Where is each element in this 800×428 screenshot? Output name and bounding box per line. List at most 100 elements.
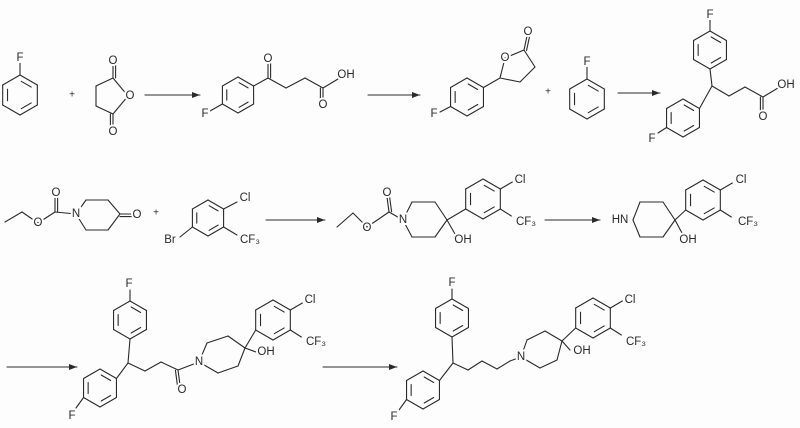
- carbamate-piperidinol-o-carbonyl: O: [383, 187, 392, 199]
- bond: [504, 49, 525, 59]
- ring-bond: [682, 98, 701, 110]
- bond: [352, 212, 368, 228]
- double-bond: [177, 369, 181, 386]
- ring-bond: [482, 178, 501, 190]
- ring-bond: [449, 105, 468, 117]
- bond: [115, 362, 129, 380]
- ring-bond: [685, 209, 704, 221]
- ring-bond: [682, 126, 701, 138]
- ring-bond: [482, 208, 501, 220]
- bond: [217, 365, 239, 374]
- ring-bond: [99, 368, 118, 380]
- final-n: N: [517, 351, 525, 363]
- aryl-piperidinol-oh: OH: [679, 234, 696, 246]
- aromatic-inner-bond: [423, 396, 435, 404]
- carbamate-piperidinol-o-ester: O: [363, 222, 372, 234]
- final-cl: Cl: [625, 294, 636, 306]
- diaryl-acid-f-bottom: F: [648, 133, 655, 145]
- aryl-piperidinol-cl: Cl: [736, 174, 747, 186]
- aromatic-inner-bond: [238, 82, 249, 89]
- bond: [209, 103, 223, 112]
- diaryl-acid-o: O: [759, 111, 768, 123]
- amide-cf3: CF₃: [306, 336, 326, 348]
- ring-bond: [19, 74, 38, 86]
- ring-bond: [221, 76, 239, 87]
- arrow-head: [317, 217, 325, 223]
- carbamate-o-ester: O: [34, 217, 43, 229]
- ring-bond: [692, 58, 711, 70]
- carbamate-o-carbonyl: O: [52, 187, 61, 199]
- bond: [37, 211, 56, 224]
- bond: [519, 66, 536, 83]
- ring-bond: [272, 329, 291, 341]
- lactone-o-carbonyl: O: [524, 26, 533, 38]
- aromatic-inner-bond: [483, 206, 495, 214]
- bond: [452, 362, 469, 371]
- cl-bond: [499, 181, 513, 190]
- ring-bond: [709, 58, 728, 70]
- ring-bond: [191, 199, 209, 210]
- arrow-head: [652, 90, 660, 96]
- bond: [179, 226, 193, 238]
- bond: [267, 77, 287, 89]
- ring-bond: [191, 226, 209, 237]
- bond: [144, 361, 162, 372]
- bond: [632, 219, 641, 238]
- final-f-top: F: [448, 277, 455, 289]
- bond: [336, 212, 354, 228]
- ring-bond: [255, 329, 274, 341]
- bond: [499, 77, 521, 83]
- bond: [523, 49, 536, 68]
- bond: [402, 201, 413, 221]
- bond: [662, 201, 676, 221]
- ring-bond: [451, 298, 470, 310]
- bond: [632, 201, 641, 221]
- bond: [439, 105, 452, 113]
- bond: [244, 347, 257, 353]
- bond: [561, 340, 571, 351]
- ring-bond: [449, 77, 468, 89]
- aryl-bromide-cl: Cl: [240, 192, 251, 204]
- aromatic-inner-bond: [100, 394, 112, 402]
- ring-bond: [82, 368, 101, 380]
- amide-oh: OH: [257, 346, 274, 358]
- keto-acid-o-acid: O: [319, 99, 328, 111]
- bond: [227, 335, 246, 349]
- anhydride-o-ring: O: [126, 90, 135, 102]
- cf3-bond: [289, 329, 302, 338]
- aryl-link-bond: [244, 329, 257, 349]
- bond: [54, 211, 77, 215]
- aromatic-inner-bond: [593, 325, 605, 333]
- carbamate-piperidinol-n: N: [399, 214, 407, 226]
- ring-bond: [129, 328, 148, 340]
- ring-bond: [692, 30, 711, 42]
- bond: [467, 360, 483, 371]
- bond: [107, 199, 121, 215]
- aromatic-inner-bond: [273, 305, 285, 313]
- ring-bond: [129, 300, 148, 312]
- arrow-head: [592, 217, 600, 223]
- aromatic-inner-bond: [452, 324, 464, 332]
- ring-bond: [586, 108, 605, 120]
- ring-bond: [434, 326, 453, 338]
- bond: [674, 219, 683, 234]
- bond: [253, 77, 269, 87]
- aromatic-inner-bond: [100, 374, 112, 382]
- bond: [657, 126, 668, 134]
- anhydride-o-top: O: [109, 55, 118, 67]
- aryl-link-bond: [561, 327, 577, 342]
- aromatic-inner-bond: [452, 304, 464, 312]
- keto-acid-f: F: [201, 108, 208, 120]
- bond: [21, 211, 39, 224]
- piperidone-n: N: [72, 208, 80, 220]
- bond: [322, 78, 339, 89]
- ring-bond: [665, 126, 684, 138]
- keto-acid-oh: OH: [337, 69, 354, 81]
- ring-bond: [434, 298, 453, 310]
- aryl-bromide-cf3: CF₃: [240, 234, 260, 246]
- aromatic-inner-bond: [20, 80, 32, 88]
- bond: [509, 356, 522, 362]
- double-bond: [525, 35, 531, 52]
- bond: [539, 359, 558, 369]
- bond: [112, 95, 129, 115]
